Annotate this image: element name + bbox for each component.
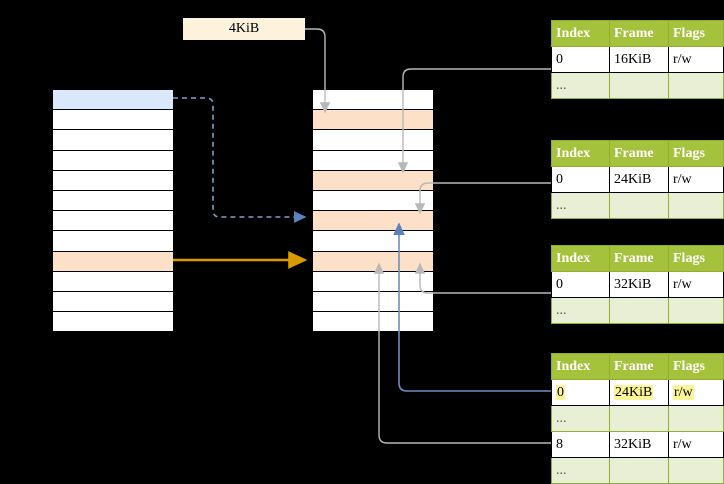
cell-index: ... [551, 457, 610, 484]
virtual-row-row-11 [53, 291, 173, 313]
cell-flags [668, 457, 724, 484]
physical-row-row-3 [313, 129, 433, 151]
virtual-row-row-5 [53, 169, 173, 191]
physical-row-row-9 [313, 250, 433, 272]
column-header-index: Index [551, 20, 610, 47]
cell-index: ... [551, 192, 610, 219]
column-header-frame: Frame [609, 20, 669, 47]
table-row-ellipsis: ... [551, 72, 724, 99]
physical-row-row-1 [313, 89, 433, 111]
physical-row-row-8 [313, 230, 433, 252]
table-row-ellipsis: ... [551, 405, 724, 432]
physical-row-row-6 [313, 190, 433, 212]
column-header-flags: Flags [668, 353, 724, 380]
blue-dashed-virtual-to-physical [173, 97, 307, 223]
cell-index: 0 [551, 271, 610, 298]
cell-frame: 16KiB [609, 46, 669, 73]
virtual-row-row-2 [53, 109, 173, 131]
cell-flags: r/w [668, 166, 724, 193]
cell-frame [609, 297, 669, 324]
physical-memory-column [313, 89, 433, 333]
column-header-index: Index [551, 245, 610, 272]
table-row-ellipsis: ... [551, 457, 724, 484]
virtual-row-row-10 [53, 270, 173, 292]
virtual-row-row-4 [53, 149, 173, 171]
physical-row-row-5 [313, 169, 433, 191]
table-row: 0 24KiB r/w [551, 379, 724, 406]
physical-row-row-7 [313, 210, 433, 232]
cell-index: ... [551, 405, 610, 432]
virtual-row-row-1 [53, 89, 173, 111]
highlighted-value: r/w [673, 384, 694, 400]
cell-frame [609, 192, 669, 219]
physical-row-row-11 [313, 291, 433, 313]
cell-index: 0 [551, 46, 610, 73]
column-header-frame: Frame [609, 353, 669, 380]
size-label-4kib: 4KiB [183, 18, 305, 40]
column-header-frame: Frame [609, 140, 669, 167]
virtual-address-space-column [53, 89, 173, 333]
cell-index: ... [551, 297, 610, 324]
cell-flags [668, 72, 724, 99]
physical-row-row-2 [313, 109, 433, 131]
column-header-index: Index [551, 353, 610, 380]
cell-flags [668, 297, 724, 324]
cell-frame [609, 72, 669, 99]
virtual-row-row-9 [53, 250, 173, 272]
cell-frame: 32KiB [609, 271, 669, 298]
cell-index: 0 [551, 379, 610, 406]
cell-frame [609, 457, 669, 484]
cell-index: 0 [551, 166, 610, 193]
table3-to-physical-row [414, 262, 551, 294]
highlighted-value: 0 [556, 384, 565, 400]
cell-flags: r/w [668, 46, 724, 73]
cell-frame: 24KiB [609, 166, 669, 193]
column-header-index: Index [551, 140, 610, 167]
column-header-flags: Flags [668, 245, 724, 272]
cell-flags [668, 192, 724, 219]
cell-flags: r/w [668, 271, 724, 298]
physical-row-row-10 [313, 270, 433, 292]
cell-frame: 24KiB [609, 379, 669, 406]
highlighted-value: 24KiB [614, 384, 654, 400]
virtual-row-row-3 [53, 129, 173, 151]
physical-row-row-4 [313, 149, 433, 171]
cell-flags: r/w [668, 379, 724, 406]
cell-frame: 32KiB [609, 431, 669, 458]
physical-row-row-12 [313, 311, 433, 333]
virtual-row-row-7 [53, 210, 173, 232]
virtual-row-row-8 [53, 230, 173, 252]
table-row-ellipsis: ... [551, 192, 724, 219]
column-header-frame: Frame [609, 245, 669, 272]
cell-index: ... [551, 72, 610, 99]
virtual-row-row-6 [53, 190, 173, 212]
column-header-flags: Flags [668, 20, 724, 47]
cell-index: 8 [551, 431, 610, 458]
table2-to-physical-row [414, 182, 551, 215]
table-row-ellipsis: ... [551, 297, 724, 324]
cell-flags: r/w [668, 431, 724, 458]
virtual-row-row-12 [53, 311, 173, 333]
cell-frame [609, 405, 669, 432]
column-header-flags: Flags [668, 140, 724, 167]
cell-flags [668, 405, 724, 432]
